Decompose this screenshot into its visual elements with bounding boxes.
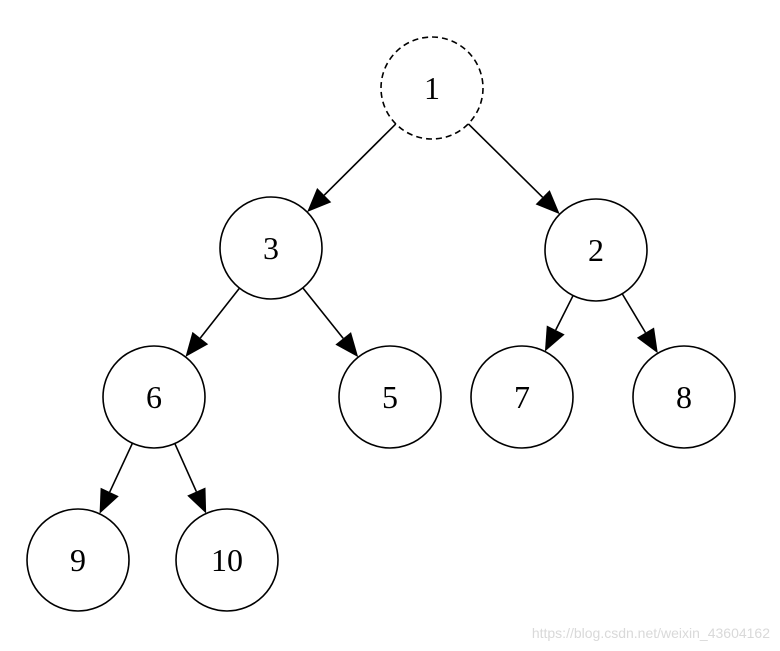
arrowhead-icon <box>99 487 119 514</box>
node-label: 6 <box>146 379 162 415</box>
tree-node-8: 8 <box>632 345 736 449</box>
arrowhead-icon <box>535 190 560 215</box>
edge-3-to-5 <box>302 287 344 339</box>
tree-node-5: 5 <box>338 345 442 449</box>
edge-3-to-6 <box>199 287 241 339</box>
tree-node-6: 6 <box>102 345 206 449</box>
node-circle <box>26 508 130 612</box>
node-circle <box>102 345 206 449</box>
edge-6-to-9 <box>108 442 134 493</box>
node-circle <box>338 345 442 449</box>
arrowhead-icon <box>185 331 209 357</box>
tree-node-7: 7 <box>470 345 574 449</box>
node-label: 9 <box>70 542 86 578</box>
node-label: 1 <box>424 70 440 106</box>
edge-2-to-8 <box>621 293 647 334</box>
edge-1-to-3 <box>323 123 397 196</box>
node-label: 10 <box>211 542 243 578</box>
tree-node-10: 10 <box>175 508 279 612</box>
tree-node-3: 3 <box>219 196 323 300</box>
node-label: 7 <box>514 379 530 415</box>
edge-1-to-2 <box>467 123 544 198</box>
arrowhead-icon <box>636 327 658 354</box>
tree-node-1: 1 <box>380 36 484 140</box>
arrowhead-icon <box>307 188 332 213</box>
node-circle <box>544 198 648 302</box>
node-label: 8 <box>676 379 692 415</box>
tree-node-9: 9 <box>26 508 130 612</box>
arrowhead-icon <box>544 325 565 352</box>
edge-6-to-10 <box>174 443 198 492</box>
node-label: 5 <box>382 379 398 415</box>
node-circle <box>175 508 279 612</box>
node-circle <box>470 345 574 449</box>
node-label: 2 <box>588 232 604 268</box>
tree-node-2: 2 <box>544 198 648 302</box>
nodes-layer: 1 3 2 6 5 7 8 9 10 <box>26 36 736 612</box>
arrowhead-icon <box>335 332 359 358</box>
node-circle <box>219 196 323 300</box>
watermark-text: https://blog.csdn.net/weixin_43604162 <box>531 625 770 641</box>
arrowhead-icon <box>187 487 207 514</box>
edges-layer <box>99 123 658 514</box>
node-circle <box>632 345 736 449</box>
edge-2-to-7 <box>555 295 574 331</box>
node-circle <box>380 36 484 140</box>
node-label: 3 <box>263 230 279 266</box>
